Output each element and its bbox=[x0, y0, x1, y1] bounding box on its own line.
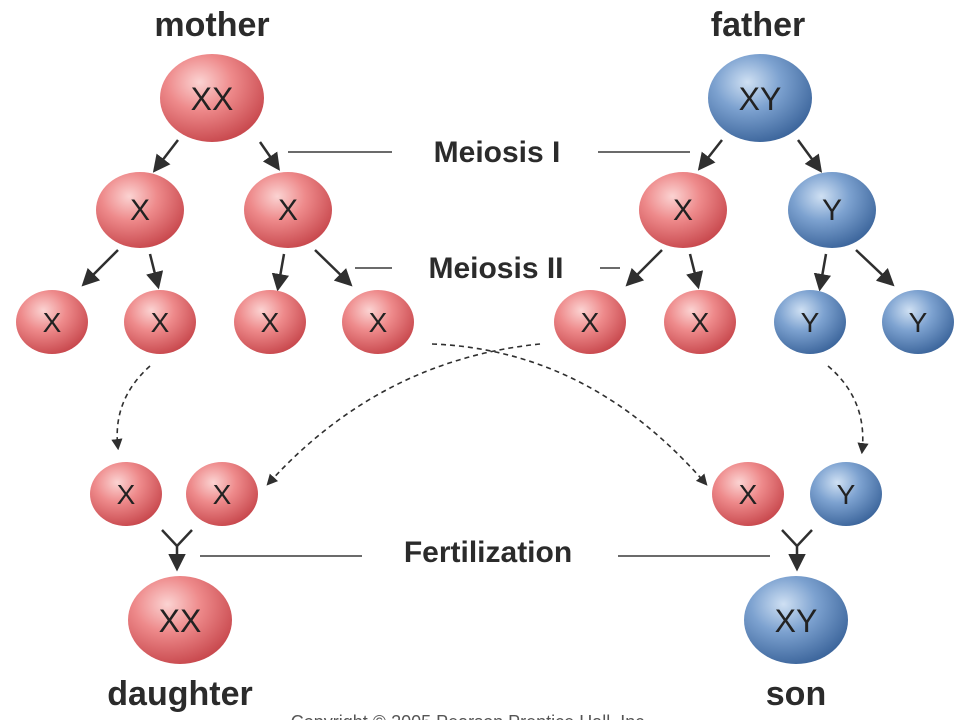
father-label: father bbox=[711, 6, 805, 44]
mother-gamete-2-label: X bbox=[151, 307, 170, 338]
meiosis2-arrow-6 bbox=[686, 253, 704, 290]
mother-meiosis1-cell-2-label: X bbox=[278, 194, 298, 227]
father-meiosis1-cell-1-label: X bbox=[673, 194, 693, 227]
mother-meiosis1-cell-1-label: X bbox=[130, 194, 150, 227]
daughter-sperm-cell-label: X bbox=[213, 479, 232, 510]
father-meiosis1-cell-1: X bbox=[639, 172, 727, 248]
mother-gamete-1: X bbox=[16, 290, 88, 354]
son-label: son bbox=[766, 675, 826, 713]
father-gamete-1: X bbox=[554, 290, 626, 354]
son-cell: XY bbox=[744, 576, 848, 664]
daughter-egg-cell-label: X bbox=[117, 479, 136, 510]
meiosis1-arrow-mother-right bbox=[258, 141, 280, 171]
daughter-fusion-connector bbox=[161, 529, 193, 572]
mother-gamete-3-label: X bbox=[261, 307, 280, 338]
father-cell-label: XY bbox=[739, 81, 782, 117]
father-gamete-4-label: Y bbox=[909, 307, 928, 338]
son-cell-label: XY bbox=[775, 603, 818, 639]
father-meiosis1-cell-2: Y bbox=[788, 172, 876, 248]
meiosis1-label: Meiosis I bbox=[434, 136, 561, 169]
meiosis2-arrow-3 bbox=[271, 253, 290, 292]
father-gamete-3-label: Y bbox=[801, 307, 820, 338]
mother-gamete-2: X bbox=[124, 290, 196, 354]
meiosis2-arrow-1 bbox=[81, 249, 119, 287]
father-meiosis1-cell-2-label: Y bbox=[822, 194, 842, 227]
father-gamete-2: X bbox=[664, 290, 736, 354]
meiosis1-arrow-father-right bbox=[796, 139, 823, 173]
father-gamete-3: Y bbox=[774, 290, 846, 354]
dashed-path-egg-to-son bbox=[431, 343, 708, 486]
mother-gamete-4-label: X bbox=[369, 307, 388, 338]
mother-gamete-3: X bbox=[234, 290, 306, 354]
son-sperm-cell-label: Y bbox=[837, 479, 856, 510]
meiosis1-arrow-mother-left bbox=[152, 139, 179, 173]
copyright-text: Copyright © 2005 Pearson Prentice Hall, … bbox=[291, 712, 649, 720]
meiosis2-arrow-8 bbox=[855, 249, 895, 287]
daughter-cell: XX bbox=[128, 576, 232, 664]
daughter-sperm-cell: X bbox=[186, 462, 258, 526]
meiosis1-arrow-father-left bbox=[697, 139, 723, 171]
meiosis2-arrow-5 bbox=[625, 249, 663, 287]
mother-gamete-1-label: X bbox=[43, 307, 62, 338]
father-gamete-2-label: X bbox=[691, 307, 710, 338]
mother-meiosis1-cell-1: X bbox=[96, 172, 184, 248]
father-gamete-4: Y bbox=[882, 290, 954, 354]
meiosis2-arrow-7 bbox=[813, 253, 832, 292]
father-cell: XY bbox=[708, 54, 812, 142]
mother-cell-label: XX bbox=[191, 81, 234, 117]
mother-label: mother bbox=[154, 6, 269, 44]
meiosis2-label: Meiosis II bbox=[428, 252, 563, 285]
daughter-label: daughter bbox=[107, 675, 252, 713]
dashed-path-sperm-x-to-daughter bbox=[266, 343, 541, 486]
son-fusion-connector bbox=[781, 529, 813, 572]
son-egg-cell: X bbox=[712, 462, 784, 526]
fertilization-label: Fertilization bbox=[404, 536, 572, 569]
mother-meiosis1-cell-2: X bbox=[244, 172, 332, 248]
daughter-egg-cell: X bbox=[90, 462, 162, 526]
dashed-path-egg-to-daughter bbox=[111, 365, 151, 451]
meiosis2-arrow-2 bbox=[146, 253, 164, 290]
meiosis2-arrow-4 bbox=[314, 249, 353, 287]
mother-gamete-4: X bbox=[342, 290, 414, 354]
son-egg-cell-label: X bbox=[739, 479, 758, 510]
mother-cell: XX bbox=[160, 54, 264, 142]
father-gamete-1-label: X bbox=[581, 307, 600, 338]
dashed-path-sperm-y-to-son bbox=[827, 365, 869, 455]
son-sperm-cell: Y bbox=[810, 462, 882, 526]
daughter-cell-label: XX bbox=[159, 603, 202, 639]
